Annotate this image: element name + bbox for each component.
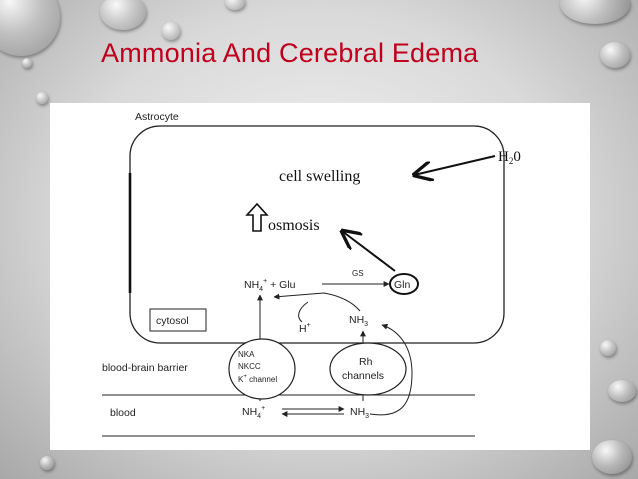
droplet-decoration: [608, 380, 636, 402]
astrocyte-membrane: [129, 125, 505, 344]
blood-label: blood: [110, 407, 136, 419]
osmosis-label: osmosis: [268, 217, 320, 234]
droplet-decoration: [162, 22, 180, 40]
nh4-blood-label: NH4+: [242, 405, 265, 420]
nh3-blood-label: NH3: [350, 406, 369, 420]
slide-title: Ammonia And Cerebral Edema: [101, 38, 479, 68]
gln-label: Gln: [394, 279, 411, 291]
droplet-decoration: [592, 440, 632, 474]
water-influx-arrow: [414, 155, 496, 175]
droplet-decoration: [0, 0, 60, 56]
h-plus-curve: [298, 301, 309, 323]
droplet-decoration: [22, 58, 32, 68]
nh3-protonation-arrow: [273, 292, 361, 312]
cytosol-label: cytosol: [156, 315, 189, 327]
nh3-cell-label: NH3: [349, 314, 368, 328]
h-plus-label: H+: [299, 322, 311, 335]
droplet-decoration: [600, 340, 616, 356]
gln-circle: [389, 273, 419, 295]
gs-label: GS: [352, 269, 364, 278]
droplet-decoration: [560, 0, 630, 24]
droplet-decoration: [40, 456, 54, 470]
droplet-decoration: [100, 0, 146, 30]
nh4-glu-label: NH4+ + Glu: [244, 278, 296, 293]
diagram-panel: Astrocyte cell swelling H20 osmosis NH4+…: [50, 103, 590, 450]
water-label: H20: [498, 149, 521, 166]
cell-swelling-label: cell swelling: [279, 168, 360, 185]
rh-channels-label: channels: [342, 370, 384, 382]
k-channel-label: K+ channel: [238, 374, 277, 384]
droplet-decoration: [600, 42, 630, 68]
nka-label: NKA: [238, 350, 255, 359]
nh3-diffusion-arrow: [369, 323, 413, 416]
gln-to-osmosis-arrow: [342, 231, 396, 272]
astrocyte-label: Astrocyte: [135, 111, 179, 123]
rh-channel-transporter: [329, 342, 407, 396]
cytosol-box: [149, 308, 207, 332]
droplet-decoration: [225, 0, 245, 10]
droplet-decoration: [36, 92, 48, 104]
bbb-label: blood-brain barrier: [102, 362, 188, 374]
ammonia-diagram: Astrocyte cell swelling H20 osmosis NH4+…: [102, 111, 521, 437]
osmosis-up-arrow: [245, 202, 269, 232]
nkcc-label: NKCC: [238, 362, 261, 371]
rh-label: Rh: [359, 356, 373, 368]
nka-nkcc-transporter: [228, 338, 296, 400]
